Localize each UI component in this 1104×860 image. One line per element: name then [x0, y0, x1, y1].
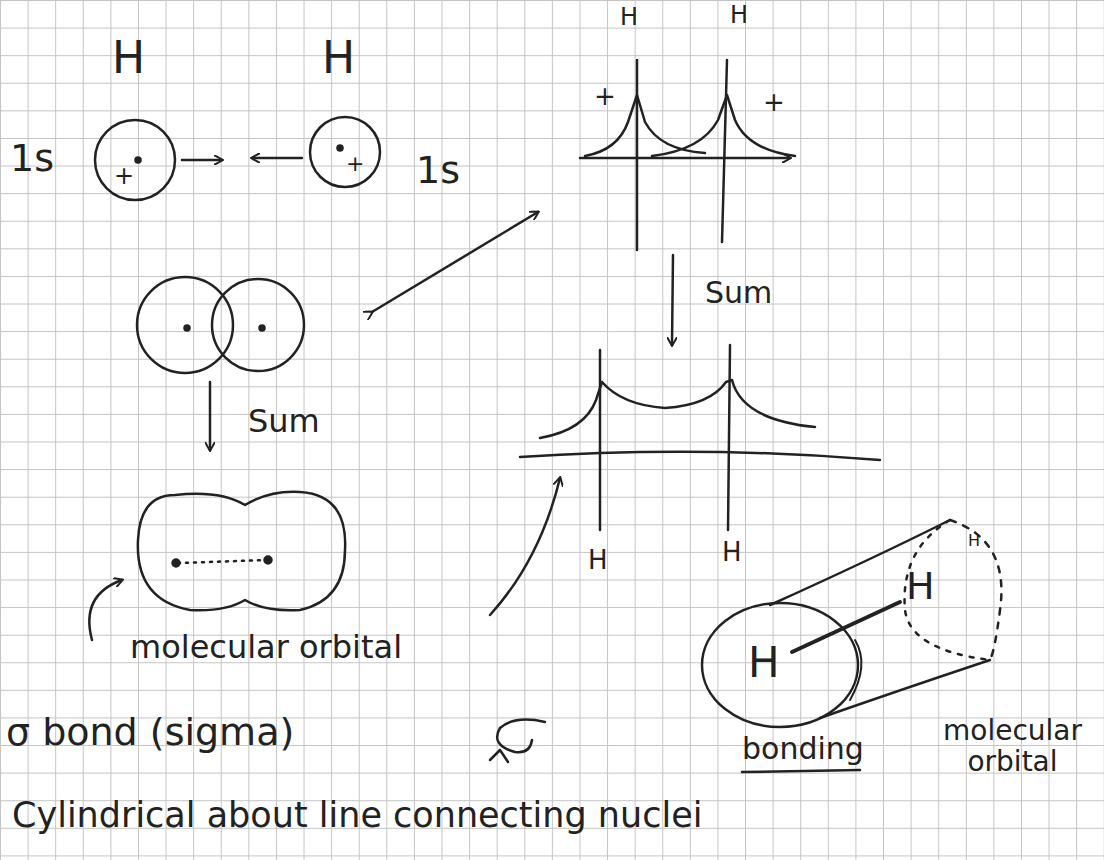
atom-symbol: H — [722, 538, 742, 567]
atom-symbol: H — [730, 2, 748, 28]
bond-label: bonding — [742, 732, 864, 765]
callout-label: molecular orbital — [130, 630, 402, 665]
atom-symbol: H — [112, 34, 145, 82]
callout-label: molecular orbital — [930, 716, 1095, 778]
charge-sign: + — [114, 163, 134, 189]
bond-label: σ bond (sigma) — [6, 712, 294, 754]
charge-sign: + — [346, 152, 364, 176]
atom-symbol: H — [620, 4, 638, 30]
sign-label: + — [594, 82, 616, 111]
atom-symbol: H — [748, 640, 780, 686]
note-text: Cylindrical about line connecting nuclei — [12, 796, 702, 835]
orbital-label: 1s — [416, 150, 460, 192]
atom-symbol: H — [906, 566, 935, 608]
atom-symbol: H — [968, 532, 980, 550]
atom-symbol: H — [588, 546, 608, 575]
orbital-label: 1s — [10, 138, 54, 180]
step-label: Sum — [705, 276, 772, 309]
step-label: Sum — [248, 404, 320, 439]
atom-symbol: H — [322, 34, 355, 82]
sign-label: + — [763, 88, 785, 117]
